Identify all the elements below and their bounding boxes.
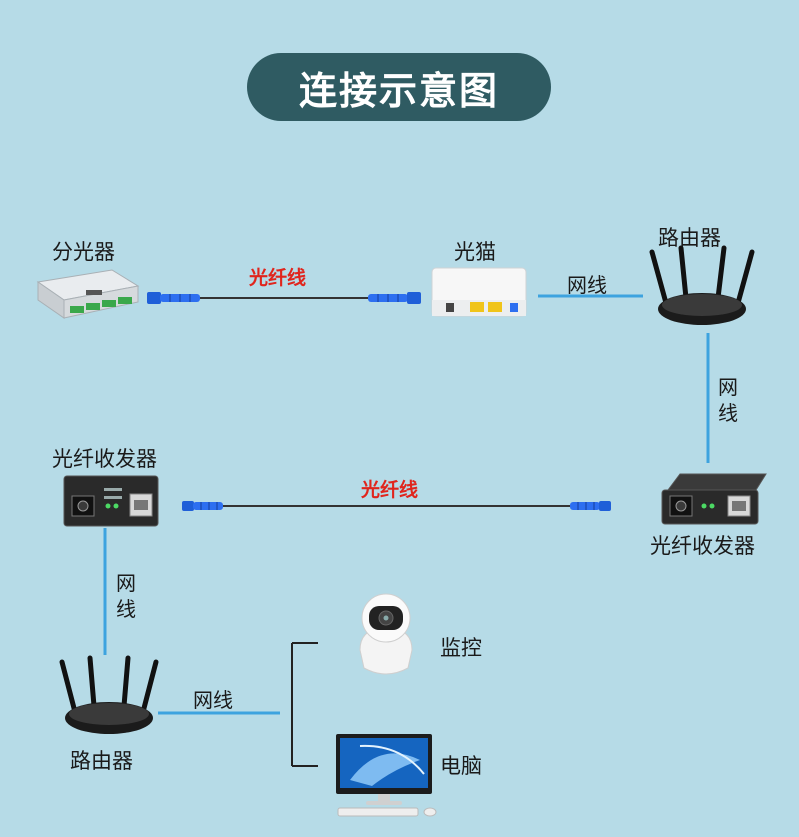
ethernet-router-endpoints-label: 网线	[193, 688, 233, 712]
onu-label: 光猫	[454, 240, 496, 264]
transceiver-right-device	[661, 473, 767, 525]
router-top-device	[649, 245, 755, 325]
ethernet-transceiver-router-label: 网 线	[114, 570, 138, 622]
ethernet-transceiver-router-char-2: 线	[116, 597, 136, 621]
splitter-device	[36, 269, 140, 319]
fiber-top-label: 光纤线	[249, 267, 307, 289]
router-bottom-label: 路由器	[70, 749, 133, 773]
computer-label: 电脑	[440, 754, 482, 778]
ethernet-router-transceiver-char-2: 线	[718, 401, 738, 425]
ethernet-onu-router-label: 网线	[567, 273, 607, 297]
fiber-middle-label: 光纤线	[361, 479, 419, 501]
fiber-cable-middle	[182, 501, 611, 511]
ethernet-router-transceiver-char-1: 网	[718, 375, 738, 399]
camera-device	[359, 593, 413, 675]
camera-label: 监控	[440, 636, 482, 660]
transceiver-right-label: 光纤收发器	[650, 534, 755, 558]
diagram-title: 连接示意图	[247, 53, 551, 121]
transceiver-left-device	[63, 475, 159, 527]
ethernet-transceiver-router-char-1: 网	[116, 571, 136, 595]
transceiver-left-label: 光纤收发器	[52, 447, 157, 471]
router-bottom-device	[59, 655, 159, 734]
router-top-label: 路由器	[658, 226, 721, 250]
fiber-cable-top	[147, 292, 421, 304]
computer-device	[336, 734, 437, 817]
onu-device	[431, 267, 527, 317]
ethernet-router-transceiver-label: 网 线	[716, 374, 740, 426]
endpoint-bracket	[291, 642, 318, 767]
splitter-label: 分光器	[52, 240, 115, 264]
